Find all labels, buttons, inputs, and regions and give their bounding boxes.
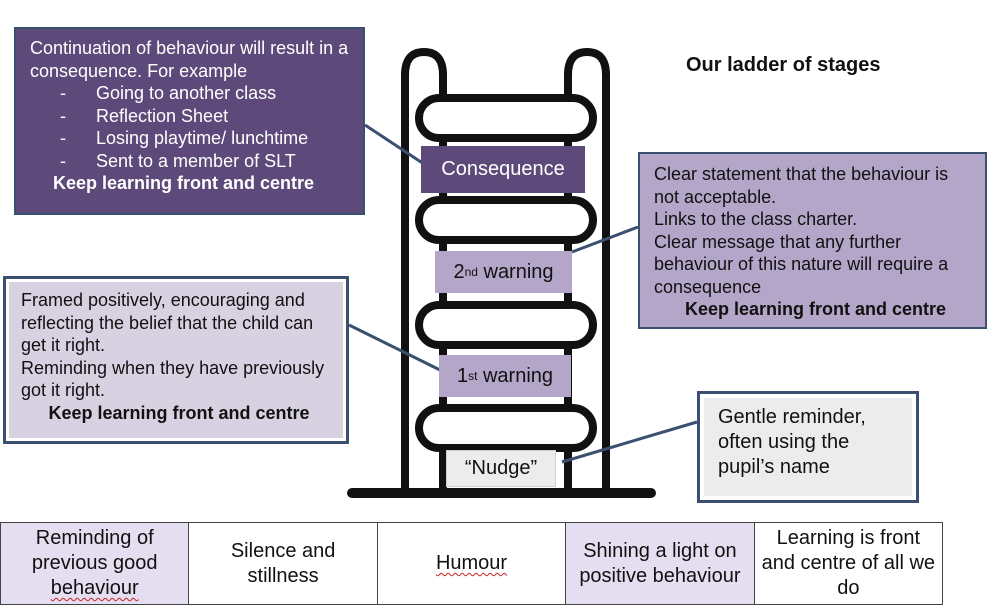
strategy-text: Silence and stillness — [230, 539, 336, 587]
ladder-rung-3 — [415, 301, 597, 349]
consequence-item: Going to another class — [30, 82, 353, 105]
connector-nudge — [561, 420, 698, 464]
connector-first-warning — [348, 323, 441, 372]
ladder-rung-1 — [415, 94, 597, 142]
nudge-text: Gentle reminder, often using the pupil’s… — [718, 406, 866, 478]
connector-second-warning — [571, 225, 639, 254]
ladder-rung-4 — [415, 404, 597, 452]
second-warning-line: Clear statement that the behaviour is no… — [654, 164, 949, 207]
strategy-cell: Silence and stillness — [189, 523, 378, 604]
consequence-intro: Continuation of behaviour will result in… — [30, 38, 349, 81]
stage-first-label: warning — [477, 364, 554, 387]
strategy-strip: Reminding of previous good behaviour Sil… — [0, 522, 943, 605]
page-title: Our ladder of stages — [686, 54, 881, 76]
second-warning-line: Clear message that any further behaviour… — [654, 231, 949, 297]
second-warning-line: Links to the class charter. — [654, 209, 858, 229]
second-warning-callout: Clear statement that the behaviour is no… — [638, 152, 987, 329]
strategy-text: Shining a light on positive behaviour — [579, 539, 741, 587]
strategy-cell: Reminding of previous good behaviour — [1, 523, 190, 604]
first-warning-emphasis: Keep learning front and centre — [48, 402, 310, 423]
consequence-list: Going to another class Reflection Sheet … — [30, 82, 353, 172]
stage-second-label: warning — [477, 260, 554, 283]
stage-second-suffix: nd — [464, 265, 478, 279]
consequence-item: Losing playtime/ lunchtime — [30, 127, 353, 150]
stage-nudge-label: “Nudge” — [464, 457, 538, 479]
strategy-cell: Shining a light on positive behaviour — [566, 523, 755, 604]
ladder-right-rail — [564, 48, 610, 488]
consequence-item: Reflection Sheet — [30, 105, 353, 128]
strategy-text-flagged: Humour — [435, 552, 508, 574]
stage-first-suffix: st — [468, 369, 478, 383]
second-warning-emphasis: Keep learning front and centre — [684, 299, 947, 319]
strategy-text: Reminding of previous good — [31, 527, 158, 574]
stage-consequence-label: Consequence — [441, 158, 565, 180]
consequence-item: Sent to a member of SLT — [30, 150, 353, 173]
consequence-emphasis: Keep learning front and centre — [52, 173, 315, 193]
stage-second-number: 2 — [453, 260, 465, 283]
stage-consequence: Consequence — [421, 146, 585, 193]
stage-first-number: 1 — [456, 364, 469, 387]
first-warning-callout: Framed positively, encouraging and refle… — [9, 282, 343, 438]
first-warning-line: Reminding when they have previously got … — [21, 357, 325, 401]
strategy-text: Learning is front and centre of all we d… — [761, 527, 936, 599]
strategy-cell: Humour — [377, 523, 567, 604]
first-warning-line: Framed positively, encouraging and refle… — [21, 290, 314, 355]
consequence-callout: Continuation of behaviour will result in… — [14, 27, 365, 215]
ladder-rung-2 — [415, 196, 597, 244]
strategy-cell: Learning is front and centre of all we d… — [754, 523, 943, 604]
ladder-left-rail — [401, 48, 447, 488]
strategy-text-flagged: behaviour — [50, 577, 139, 599]
nudge-callout: Gentle reminder, often using the pupil’s… — [704, 398, 912, 496]
stage-nudge: “Nudge” — [446, 450, 556, 487]
